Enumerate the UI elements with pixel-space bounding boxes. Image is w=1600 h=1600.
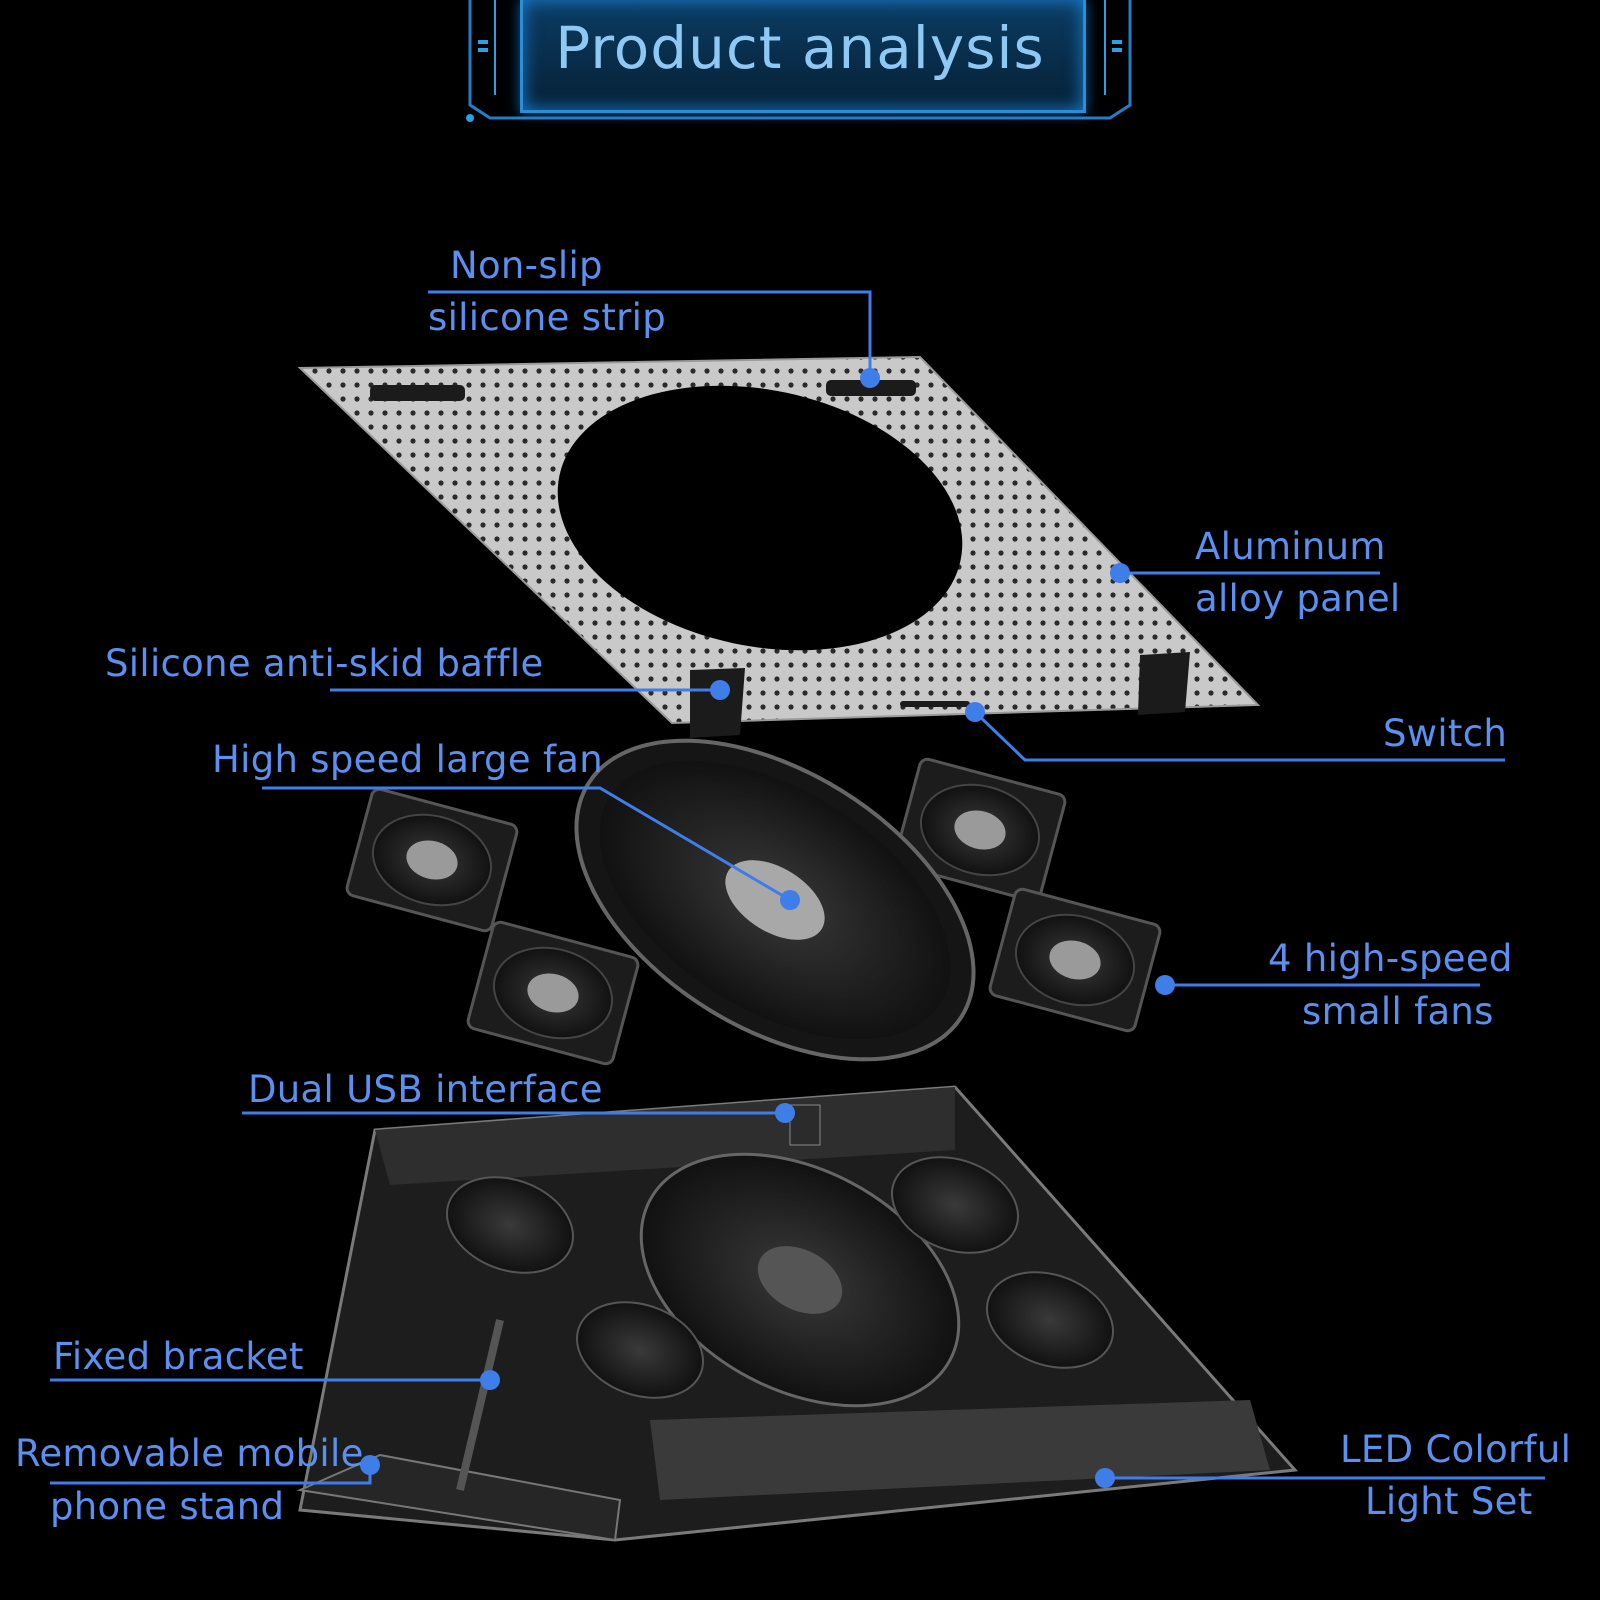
page-title: Product analysis — [555, 14, 1045, 82]
large-fan-shape — [574, 738, 976, 1062]
fan-layer — [343, 738, 1164, 1068]
label-switch: Switch — [1383, 712, 1508, 755]
base-tray — [296, 1085, 1299, 1542]
label-small-fans-line2: small fans — [1302, 990, 1494, 1033]
callout-lines — [50, 290, 1545, 1485]
label-led-line1: LED Colorful — [1340, 1428, 1572, 1471]
label-non-slip-line1: Non-slip — [450, 244, 603, 287]
aluminum-panel — [297, 355, 1261, 738]
title-decoration — [466, 0, 1132, 122]
label-dual-usb: Dual USB interface — [248, 1068, 603, 1111]
label-silicone-baffle: Silicone anti-skid baffle — [105, 642, 544, 685]
label-phone-stand-line2: phone stand — [50, 1485, 285, 1528]
label-aluminum-line1: Aluminum — [1195, 525, 1386, 568]
label-small-fans-line1: 4 high-speed — [1268, 937, 1513, 980]
callout-dots — [360, 368, 1175, 1488]
label-non-slip-line2: silicone strip — [428, 296, 667, 339]
label-led-line2: Light Set — [1365, 1480, 1533, 1523]
label-fixed-bracket: Fixed bracket — [53, 1335, 304, 1378]
title-banner — [520, 0, 1086, 113]
label-large-fan: High speed large fan — [212, 738, 604, 781]
label-phone-stand-line1: Removable mobile — [15, 1432, 364, 1475]
label-aluminum-line2: alloy panel — [1195, 577, 1401, 620]
